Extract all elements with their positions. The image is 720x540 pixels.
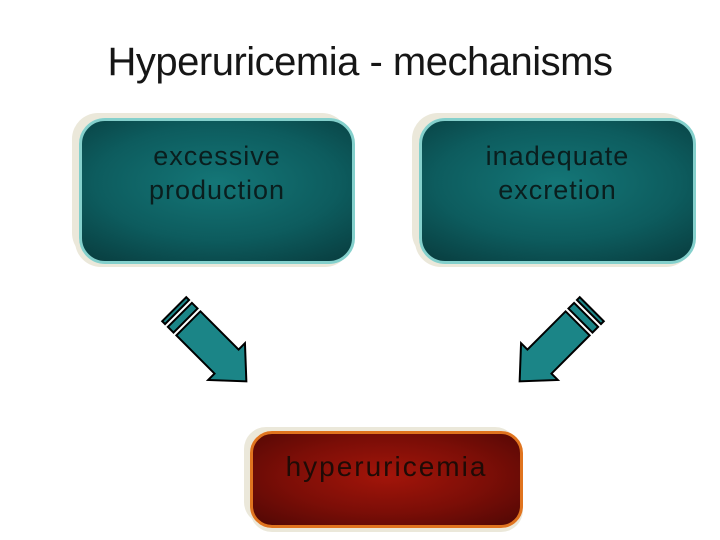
box-excessive-production-label: excessive production — [148, 141, 286, 205]
striped-down-right-arrow-icon — [160, 295, 248, 383]
striped-down-left-arrow-icon — [518, 295, 606, 383]
box-hyperuricemia-label: hyperuricemia — [285, 451, 488, 482]
box-excessive-production: excessive production — [79, 118, 355, 264]
box-hyperuricemia: hyperuricemia — [250, 431, 523, 528]
box-inadequate-excretion: inadequate excretion — [419, 118, 696, 264]
box-inadequate-excretion-label: inadequate excretion — [485, 141, 630, 205]
slide-title: Hyperuricemia - mechanisms — [107, 40, 613, 84]
